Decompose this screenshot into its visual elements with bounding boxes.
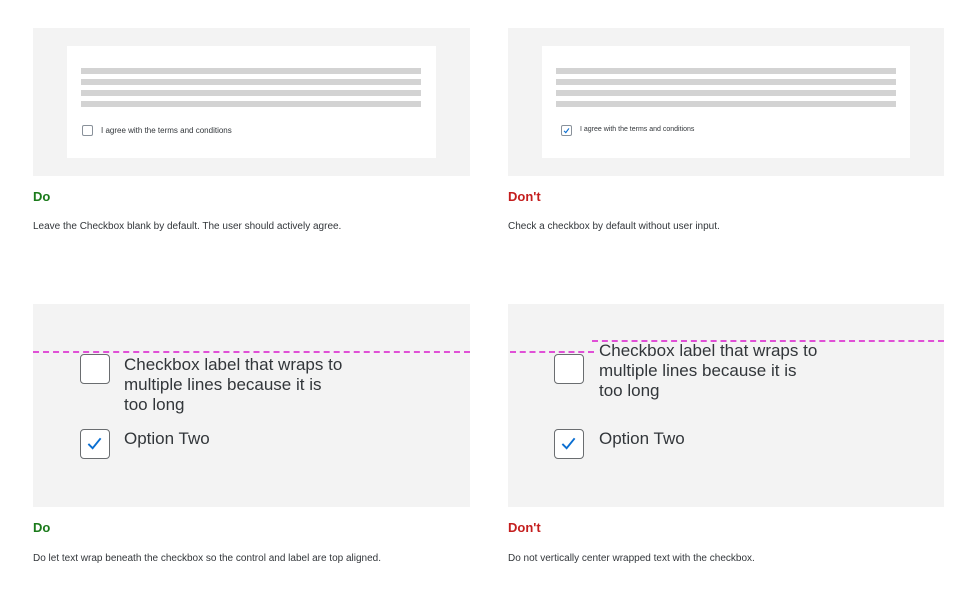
- option-one-checkbox[interactable]: [554, 354, 584, 384]
- alignment-guide-line: [592, 340, 944, 342]
- example-panel-top-right: I agree with the terms and conditions: [508, 28, 944, 176]
- placeholder-text-line: [81, 79, 421, 85]
- placeholder-text-line: [81, 68, 421, 74]
- checkmark-icon: [561, 437, 576, 450]
- option-two-checkbox[interactable]: [80, 429, 110, 459]
- example-panel-bottom-left: Checkbox label that wraps to multiple li…: [33, 304, 470, 507]
- terms-checkbox-label: I agree with the terms and conditions: [101, 126, 232, 135]
- placeholder-text-line: [556, 68, 896, 74]
- alignment-guide-line: [33, 351, 470, 353]
- dont-label: Don't: [508, 520, 541, 535]
- placeholder-text-line: [556, 90, 896, 96]
- option-one-label: Checkbox label that wraps to multiple li…: [599, 341, 818, 400]
- option-one-label: Checkbox label that wraps to multiple li…: [124, 355, 343, 414]
- terms-checkbox[interactable]: [561, 125, 572, 136]
- placeholder-text-line: [556, 79, 896, 85]
- dont-label: Don't: [508, 189, 541, 204]
- checkmark-icon: [563, 128, 570, 134]
- guideline-description: Check a checkbox by default without user…: [508, 221, 720, 232]
- guideline-description: Leave the Checkbox blank by default. The…: [33, 221, 342, 232]
- option-two-label: Option Two: [124, 429, 210, 448]
- terms-card: I agree with the terms and conditions: [67, 46, 436, 158]
- alignment-guide-line: [510, 351, 594, 353]
- guideline-description: Do not vertically center wrapped text wi…: [508, 553, 755, 564]
- example-panel-bottom-right: Checkbox label that wraps to multiple li…: [508, 304, 944, 507]
- placeholder-text-line: [81, 90, 421, 96]
- placeholder-text-line: [556, 101, 896, 107]
- placeholder-text-line: [81, 101, 421, 107]
- terms-checkbox[interactable]: [82, 125, 93, 136]
- terms-card: I agree with the terms and conditions: [542, 46, 910, 158]
- checkmark-icon: [87, 437, 102, 450]
- guideline-description: Do let text wrap beneath the checkbox so…: [33, 553, 382, 564]
- option-two-label: Option Two: [599, 429, 685, 448]
- do-label: Do: [33, 520, 51, 535]
- example-panel-top-left: I agree with the terms and conditions: [33, 28, 470, 176]
- do-label: Do: [33, 189, 51, 204]
- option-one-checkbox[interactable]: [80, 354, 110, 384]
- terms-checkbox-label: I agree with the terms and conditions: [580, 126, 695, 133]
- option-two-checkbox[interactable]: [554, 429, 584, 459]
